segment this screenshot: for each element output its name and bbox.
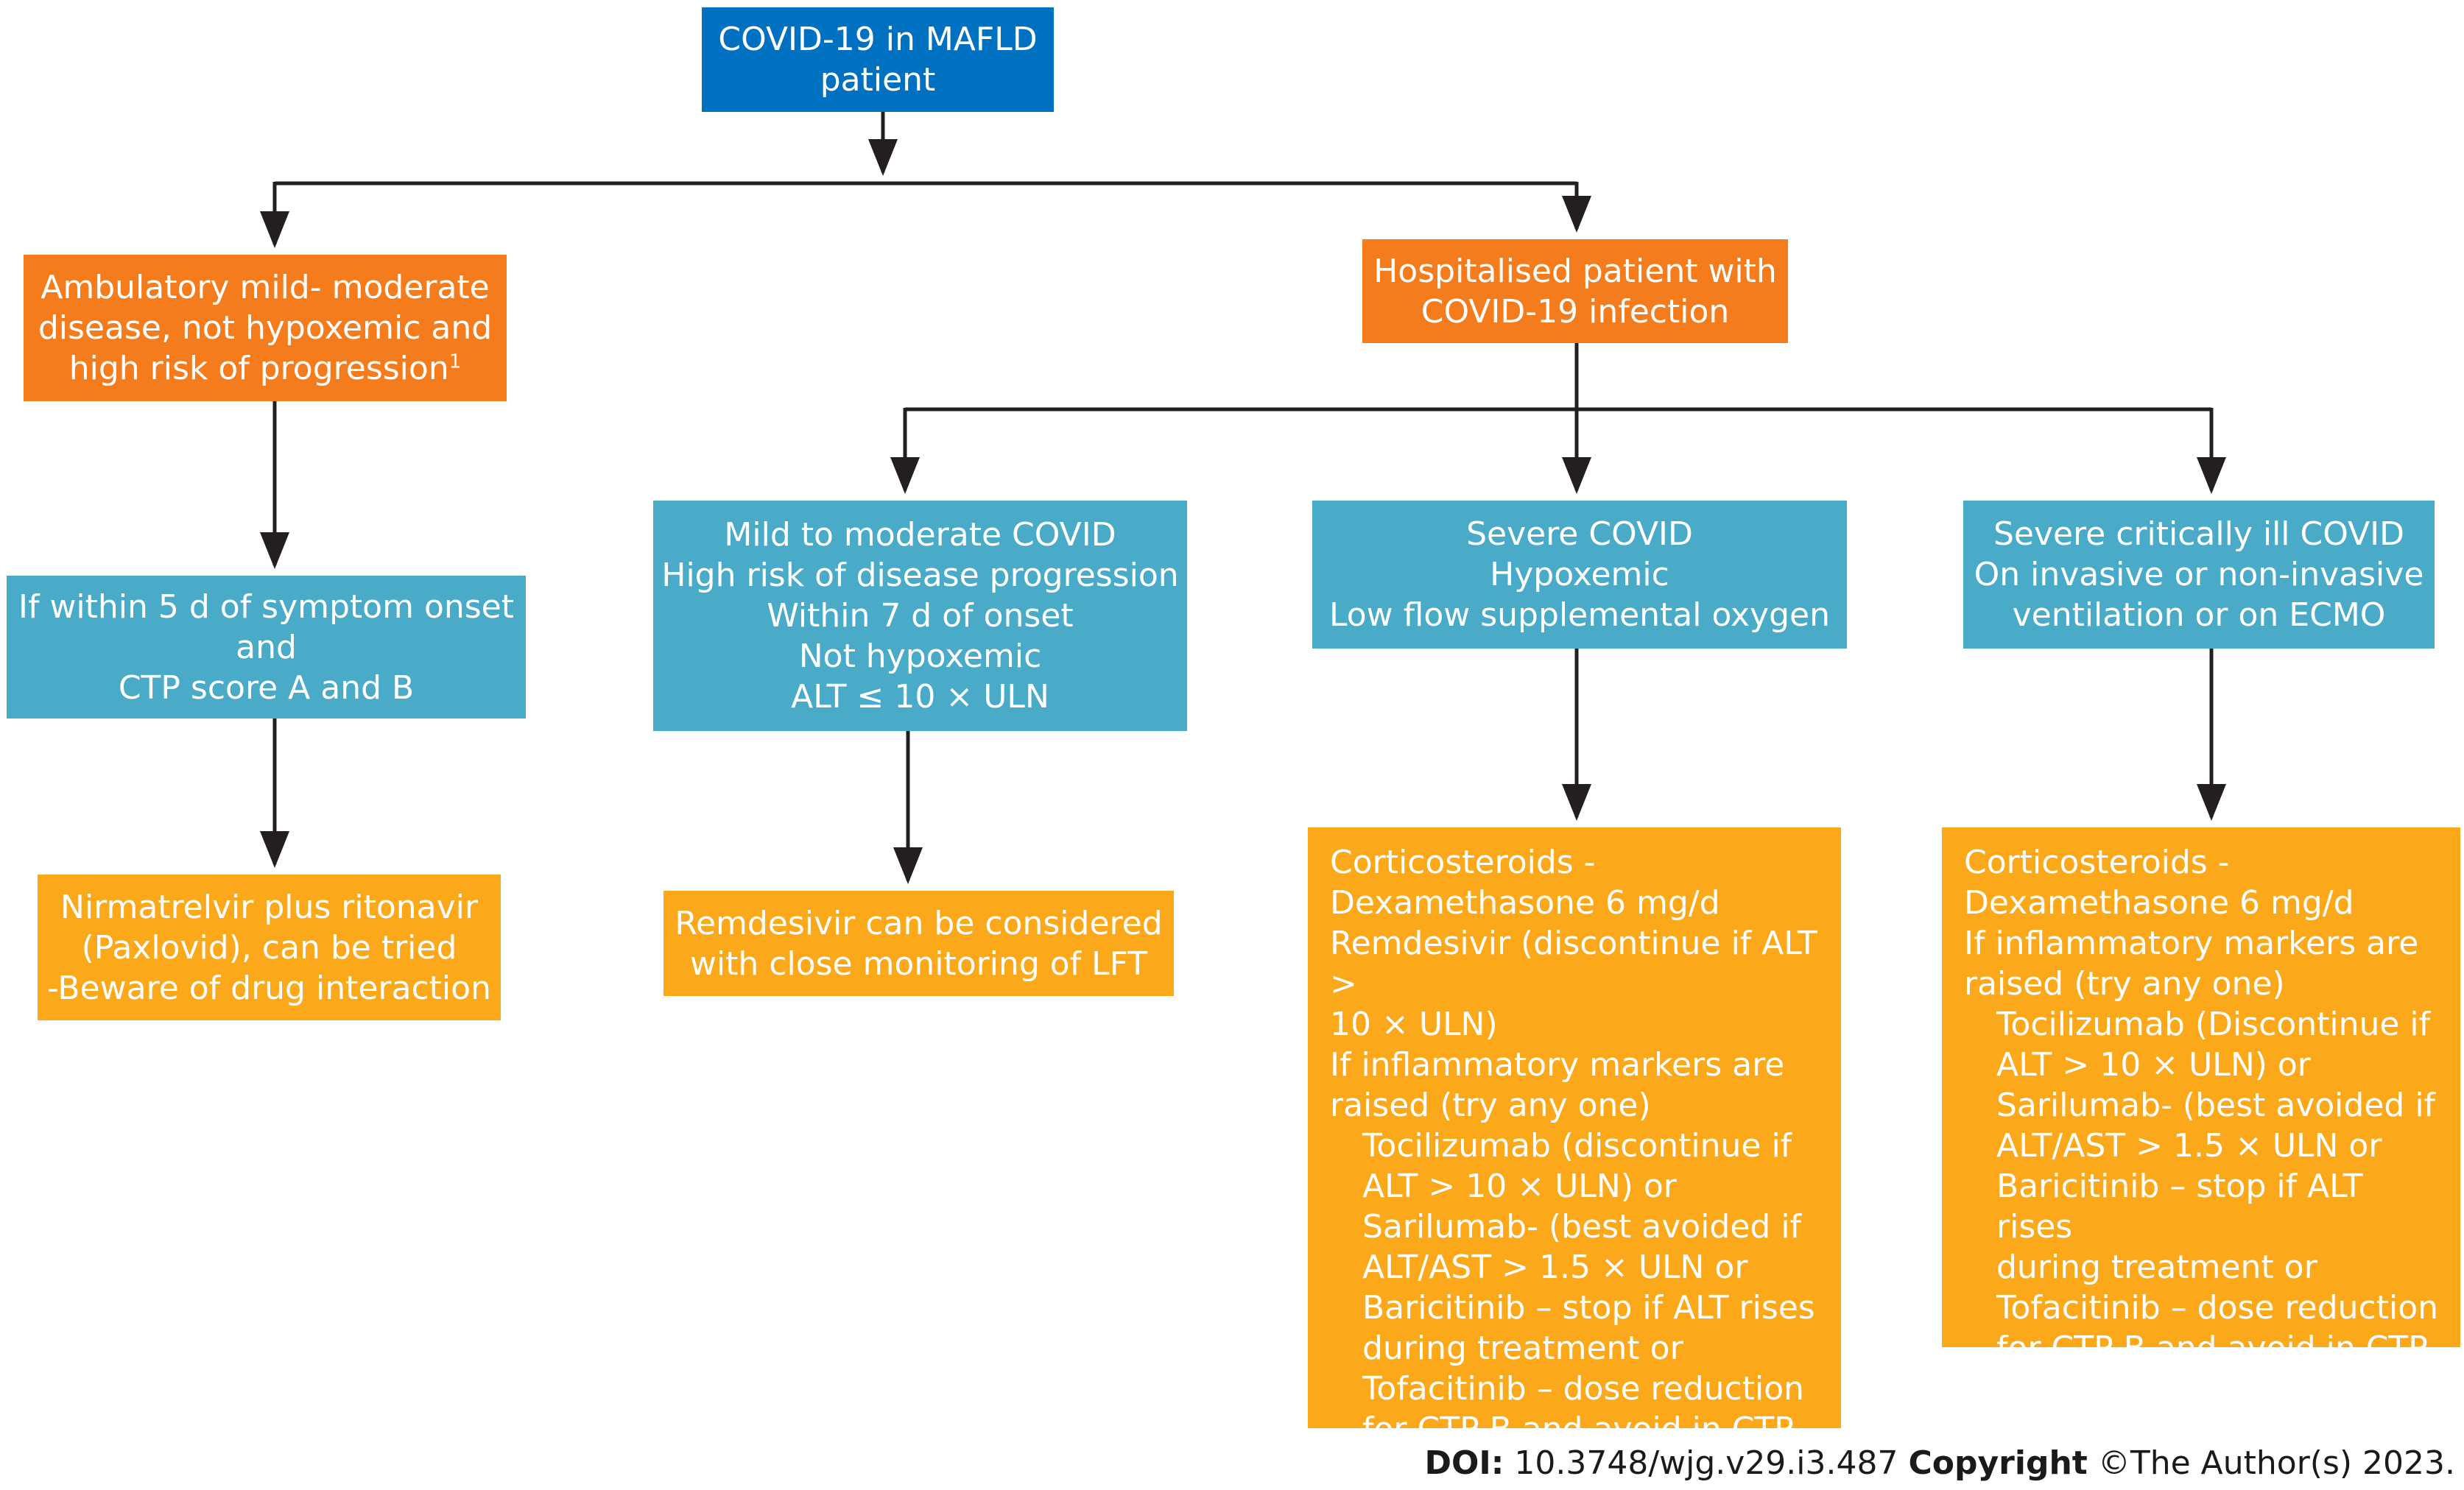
- critical-treatment-line: raised (try any one): [1964, 965, 2285, 1003]
- node-mild-moderate: Mild to moderate COVID High risk of dise…: [653, 501, 1187, 731]
- critical-treatment-line: Corticosteroids -: [1964, 844, 2230, 881]
- root-line: COVID-19 in MAFLD: [718, 21, 1038, 58]
- severe-treatment-option-line: ALT > 10 × ULN) or: [1362, 1168, 1677, 1205]
- severe-line: Hypoxemic: [1490, 556, 1669, 593]
- severe-treatment-option-line: during treatment or: [1362, 1330, 1683, 1367]
- nirmatrelvir-line: (Paxlovid), can be tried: [81, 928, 457, 967]
- within-line: CTP score A and B: [118, 668, 415, 707]
- within-line: and: [236, 628, 297, 666]
- critical-treatment-line: Dexamethasone 6 mg/d: [1964, 884, 2354, 922]
- critical-treatment-line: If inflammatory markers are: [1964, 925, 2419, 962]
- severe-line: Severe COVID: [1466, 515, 1693, 553]
- severe-treatment-option-line: for CTP B and avoid in CTP C: [1362, 1410, 1794, 1489]
- node-within-5-days: If within 5 d of symptom onset and CTP s…: [7, 576, 526, 718]
- ambulatory-line: Ambulatory mild- moderate: [41, 269, 490, 306]
- root-line: patient: [820, 61, 936, 99]
- critical-treatment-option-line: for CTP B and avoid in CTP C: [1996, 1330, 2428, 1408]
- root-node-covid-mafld: COVID-19 in MAFLD patient: [702, 7, 1054, 112]
- node-nirmatrelvir-treatment: Nirmatrelvir plus ritonavir (Paxlovid), …: [38, 875, 501, 1020]
- critical-line: ventilation or on ECMO: [2012, 596, 2386, 634]
- node-severe-treatment: Corticosteroids - Dexamethasone 6 mg/d R…: [1308, 827, 1841, 1489]
- remdesivir-line: Remdesivir can be considered: [675, 904, 1163, 942]
- nirmatrelvir-line: -Beware of drug interaction: [47, 969, 491, 1007]
- severe-treatment-line: 10 × ULN): [1330, 1006, 1498, 1043]
- mild-line: High risk of disease progression: [661, 557, 1179, 594]
- mild-line: Mild to moderate COVID: [724, 516, 1116, 554]
- severe-line: Low flow supplemental oxygen: [1329, 596, 1830, 634]
- severe-treatment-option-line: Sarilumab- (best avoided if: [1362, 1208, 1802, 1246]
- copyright-value: ©The Author(s) 2023.: [2097, 1444, 2455, 1482]
- critical-treatment-option-line: Tofacitinib – dose reduction: [1996, 1289, 2438, 1327]
- critical-treatment-option-line: Baricitinib – stop if ALT rises: [1996, 1168, 2363, 1246]
- ambulatory-line-text: high risk of progression: [68, 350, 449, 387]
- citation-footer: DOI: 10.3748/wjg.v29.i3.487 Copyright ©T…: [1424, 1441, 2455, 1486]
- severe-treatment-option-line: Tocilizumab (discontinue if: [1362, 1127, 1792, 1165]
- ambulatory-line: high risk of progression1: [69, 348, 462, 389]
- ambulatory-line: disease, not hypoxemic and: [38, 309, 493, 347]
- critical-treatment-option-line: during treatment or: [1996, 1249, 2317, 1286]
- critical-treatment-option-line: Tocilizumab (Discontinue if: [1996, 1006, 2431, 1043]
- severe-treatment-line: Dexamethasone 6 mg/d: [1330, 884, 1720, 922]
- mild-line: ALT ≤ 10 × ULN: [791, 678, 1049, 716]
- severe-treatment-option-line: Baricitinib – stop if ALT rises: [1362, 1289, 1815, 1327]
- severe-treatment-line: Corticosteroids -: [1330, 844, 1596, 881]
- node-severe: Severe COVID Hypoxemic Low flow suppleme…: [1312, 501, 1847, 649]
- within-line: If within 5 d of symptom onset: [18, 587, 515, 626]
- critical-treatment-option-line: ALT > 10 × ULN) or: [1996, 1046, 2311, 1084]
- critical-line: Severe critically ill COVID: [1993, 515, 2405, 553]
- critical-line: On invasive or non-invasive: [1974, 556, 2424, 593]
- severe-treatment-line: raised (try any one): [1330, 1087, 1651, 1124]
- nirmatrelvir-line: Nirmatrelvir plus ritonavir: [60, 888, 478, 926]
- mild-line: Within 7 d of onset: [767, 597, 1074, 635]
- severe-treatment-option-line: ALT/AST > 1.5 × ULN or: [1362, 1249, 1748, 1286]
- remdesivir-line: with close monitoring of LFT: [689, 945, 1148, 983]
- doi-label: DOI:: [1424, 1444, 1504, 1482]
- node-critical-treatment: Corticosteroids - Dexamethasone 6 mg/d I…: [1942, 827, 2460, 1408]
- severe-treatment-line: Remdesivir (discontinue if ALT >: [1330, 925, 1817, 1003]
- hospitalised-line: Hospitalised patient with: [1373, 252, 1777, 290]
- mild-line: Not hypoxemic: [798, 638, 1042, 675]
- severe-treatment-option-line: Tofacitinib – dose reduction: [1362, 1370, 1804, 1408]
- node-critically-ill: Severe critically ill COVID On invasive …: [1963, 501, 2435, 649]
- severe-treatment-line: If inflammatory markers are: [1330, 1046, 1785, 1084]
- hospitalised-line: COVID-19 infection: [1421, 292, 1730, 331]
- doi-value[interactable]: 10.3748/wjg.v29.i3.487: [1514, 1444, 1898, 1482]
- critical-treatment-option-line: ALT/AST > 1.5 × ULN or: [1996, 1127, 2382, 1165]
- node-ambulatory: Ambulatory mild- moderate disease, not h…: [24, 255, 507, 401]
- critical-treatment-option-line: Sarilumab- (best avoided if: [1996, 1087, 2436, 1124]
- node-remdesivir-treatment: Remdesivir can be considered with close …: [663, 891, 1174, 996]
- node-hospitalised: Hospitalised patient with COVID-19 infec…: [1362, 239, 1788, 343]
- copyright-label: Copyright: [1908, 1444, 2088, 1482]
- footnote-mark: 1: [448, 350, 462, 373]
